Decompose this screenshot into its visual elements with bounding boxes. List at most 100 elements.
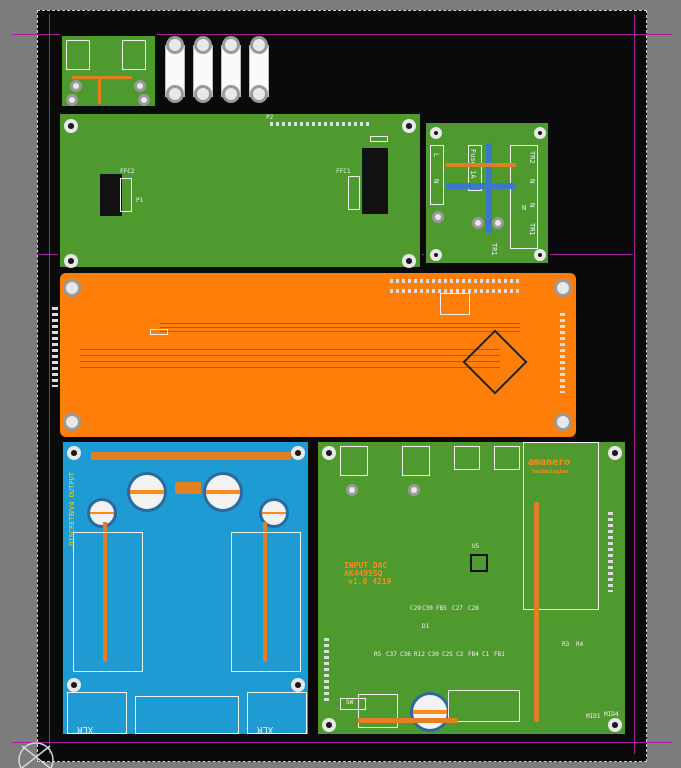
chip-outline: [440, 293, 470, 315]
ffc-right-outline: [348, 176, 360, 210]
bus-line: [160, 323, 520, 324]
ffc-connector-right: [362, 148, 388, 214]
bus-line: [80, 355, 500, 356]
trace: [103, 522, 107, 662]
ffc-connector-left: [100, 174, 122, 216]
left-header: [324, 638, 329, 702]
amp-board: VV4 OUTPUT DISCRETE XLR XLR: [61, 440, 310, 736]
version-text: v1.0 4219: [348, 577, 392, 586]
r-row-label: C30: [428, 651, 439, 658]
c-row-labels-3: FB5: [436, 605, 447, 612]
psu-board: L N Fuse 1A TR2 N N TR1 N TR1: [424, 121, 550, 265]
jack-1: [340, 446, 368, 476]
ffc-right-label: FFC1: [336, 168, 351, 175]
pad: [138, 94, 150, 106]
n-label-b: N: [528, 179, 536, 184]
pad: [408, 484, 420, 496]
electrolytic-cap: [127, 472, 167, 512]
pad: [194, 36, 212, 54]
guide-line-left: [49, 14, 50, 754]
trace: [91, 452, 291, 460]
guide-line-top: [12, 34, 672, 35]
pad: [70, 80, 82, 92]
r3-label: R3: [562, 641, 570, 648]
pad: [432, 211, 444, 223]
right-connector: [560, 313, 565, 393]
c-row-labels-2: C30: [422, 605, 433, 612]
mount-hole: [64, 254, 78, 268]
origin-crosshair-icon: [18, 742, 54, 768]
module-pins: [608, 512, 613, 592]
xlr-right: [247, 692, 307, 734]
jack-right: [122, 40, 146, 70]
xlr-left: [67, 692, 127, 734]
electrolytic-cap: [203, 472, 243, 512]
p2-header: [270, 122, 370, 126]
r-row-label: R5: [374, 651, 382, 658]
n-label-c: N: [528, 203, 536, 208]
jack-left: [66, 40, 90, 70]
mcu-chip: [462, 329, 528, 395]
trace: [358, 718, 458, 723]
fuse-holder: [468, 145, 482, 191]
trace: [534, 502, 539, 722]
brand-text: amanero: [528, 457, 571, 468]
top-ffc-board: P2 FFC2 P1 FFC1: [58, 112, 422, 269]
r-row-label: C2: [456, 651, 464, 658]
u5-chip: [470, 554, 488, 572]
bus-line: [160, 331, 520, 332]
r-row-label: R12: [414, 651, 425, 658]
guide-line-right: [634, 14, 635, 754]
mount-hole: [67, 678, 81, 692]
l-terminal: [430, 145, 444, 205]
r4-label: R4: [576, 641, 584, 648]
small-part: [370, 136, 388, 142]
sw-block: [340, 698, 366, 710]
mount-hole: [608, 446, 622, 460]
bus-line: [160, 327, 520, 328]
pad: [472, 217, 484, 229]
pad: [63, 413, 81, 431]
bus-line: [80, 367, 500, 368]
small-input-board: [60, 34, 157, 108]
left-connector: [52, 307, 58, 387]
ffc-left-ref: P1: [136, 197, 144, 204]
channel-right: [231, 532, 301, 672]
trace: [72, 76, 132, 79]
mount-hole: [322, 718, 336, 732]
pad: [554, 279, 572, 297]
pad: [250, 36, 268, 54]
blue-trace: [446, 183, 516, 189]
mid4-label: MID4: [604, 711, 619, 718]
main-cap: [410, 692, 450, 732]
trace: [98, 76, 101, 104]
power-parts: [448, 690, 520, 722]
mid1-label: MID1: [586, 713, 601, 720]
pad: [554, 413, 572, 431]
bus-line: [80, 349, 500, 350]
bus-line: [80, 361, 500, 362]
mount-hole: [67, 446, 81, 460]
pad: [250, 85, 268, 103]
mount-hole: [322, 446, 336, 460]
small-chip: [150, 329, 168, 335]
mount-hole: [64, 119, 78, 133]
pad: [346, 484, 358, 496]
tr2-outline: [510, 145, 538, 249]
chip-text: AK4495SQ: [344, 569, 383, 578]
sw-label: SW: [346, 699, 354, 706]
pad: [166, 85, 184, 103]
mount-hole: [402, 254, 416, 268]
trace: [446, 163, 516, 167]
tr1-label: TR1: [528, 223, 536, 236]
p2-label: P2: [266, 114, 274, 121]
r-row-label: C37: [386, 651, 397, 658]
mount-hole: [430, 127, 442, 139]
pad: [222, 85, 240, 103]
trace: [175, 482, 201, 494]
side-text-1: VV4 OUTPUT: [68, 472, 76, 515]
jack-2: [402, 446, 430, 476]
jack-4: [494, 446, 520, 470]
r-row-label: C1: [482, 651, 490, 658]
l-label: L: [432, 153, 440, 158]
